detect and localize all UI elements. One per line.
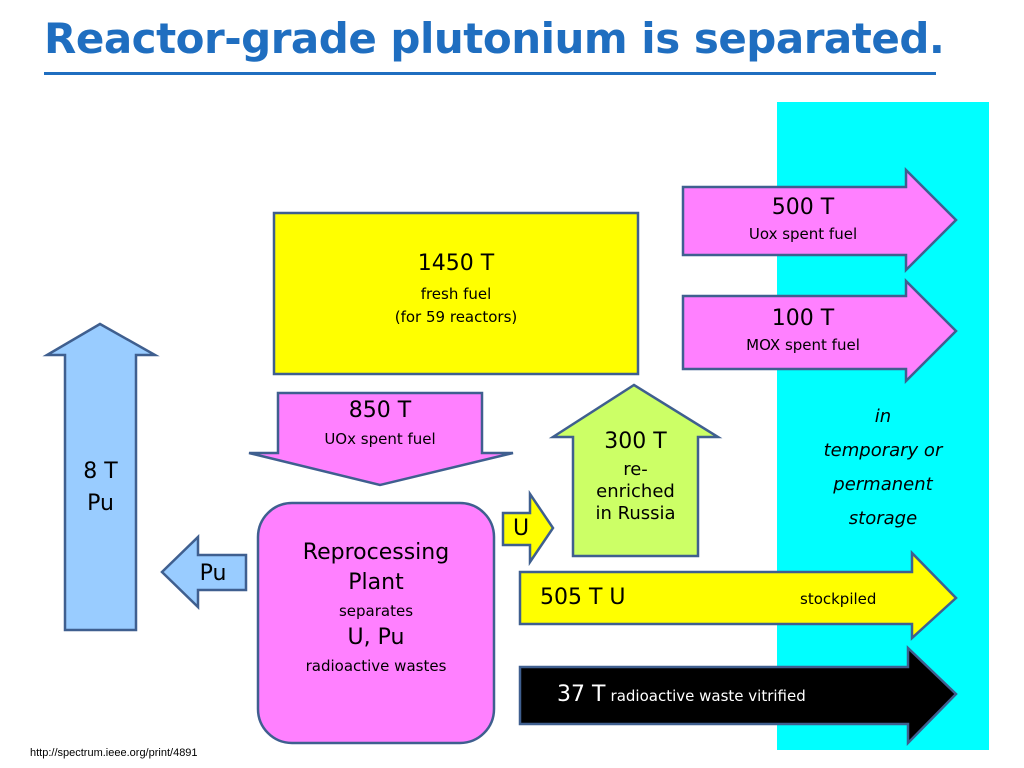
storage-note-line1: in: [874, 406, 892, 427]
title-underline: [44, 72, 936, 75]
u-arrow: [501, 489, 555, 567]
uox-to-plant-arrow: [248, 391, 514, 487]
pu-stock-label: Pu: [87, 491, 114, 516]
fresh-fuel-detail: (for 59 reactors): [394, 308, 518, 326]
storage-note-line3: permanent: [833, 474, 933, 495]
source-url: http://spectrum.ieee.org/print/4891: [30, 747, 198, 759]
mox-storage-label: MOX spent fuel: [746, 336, 860, 354]
plant-action: separates: [338, 602, 414, 620]
reprocessing-plant-box: [256, 501, 496, 745]
plant-wastes: radioactive wastes: [305, 657, 447, 675]
russia-line1: re-: [623, 459, 648, 480]
fresh-fuel-amount: 1450 T: [417, 251, 495, 276]
uox-to-plant-amount: 850 T: [348, 398, 412, 423]
plant-name-line1: Reprocessing: [302, 540, 450, 565]
pu-arrow-label: Pu: [199, 561, 227, 586]
fresh-fuel-box: [272, 211, 640, 376]
russia-arrow: [548, 383, 723, 558]
mox-storage-text: 100 T MOX spent fuel: [683, 306, 923, 355]
waste-label: radioactive waste vitrified: [610, 687, 806, 705]
storage-note-line2: temporary or: [823, 440, 943, 461]
pu-stock-text: 8 T Pu: [65, 459, 136, 517]
uox-storage-label: Uox spent fuel: [748, 225, 858, 243]
uox-to-plant-text: 850 T UOx spent fuel: [278, 398, 482, 449]
uox-to-plant-label: UOx spent fuel: [324, 430, 436, 448]
reprocessing-plant-text: Reprocessing Plant separates U, Pu radio…: [258, 540, 494, 676]
pu-arrow: [160, 534, 248, 610]
storage-note-line4: storage: [848, 508, 918, 529]
page-title: Reactor-grade plutonium is separated.: [44, 14, 945, 63]
pu-stock-arrow: [42, 322, 160, 632]
waste-arrow: [518, 645, 958, 747]
uranium-stock-label: stockpiled: [800, 590, 877, 608]
uranium-stock-arrow: [518, 549, 958, 641]
plant-products: U, Pu: [347, 625, 405, 650]
russia-line2: enriched: [596, 481, 675, 502]
uox-storage-arrow: [681, 166, 958, 274]
uox-storage-amount: 500 T: [771, 195, 835, 220]
uox-storage-text: 500 T Uox spent fuel: [683, 195, 923, 244]
storage-note: in temporary or permanent storage: [785, 400, 981, 536]
waste-amount: 37 T: [557, 682, 606, 707]
waste-text: 37 T radioactive waste vitrified: [557, 682, 806, 708]
russia-amount: 300 T: [604, 429, 667, 454]
mox-storage-arrow: [681, 277, 958, 385]
u-arrow-label: U: [512, 516, 530, 541]
fresh-fuel-text: 1450 T fresh fuel (for 59 reactors): [274, 251, 638, 327]
russia-text: 300 T re- enriched in Russia: [573, 429, 698, 525]
fresh-fuel-label: fresh fuel: [420, 285, 492, 303]
pu-stock-amount: 8 T: [83, 459, 118, 484]
plant-name-line2: Plant: [348, 570, 404, 595]
uranium-stock-amount: 505 T U: [540, 585, 626, 610]
russia-line3: in Russia: [595, 503, 676, 524]
mox-storage-amount: 100 T: [771, 306, 835, 331]
